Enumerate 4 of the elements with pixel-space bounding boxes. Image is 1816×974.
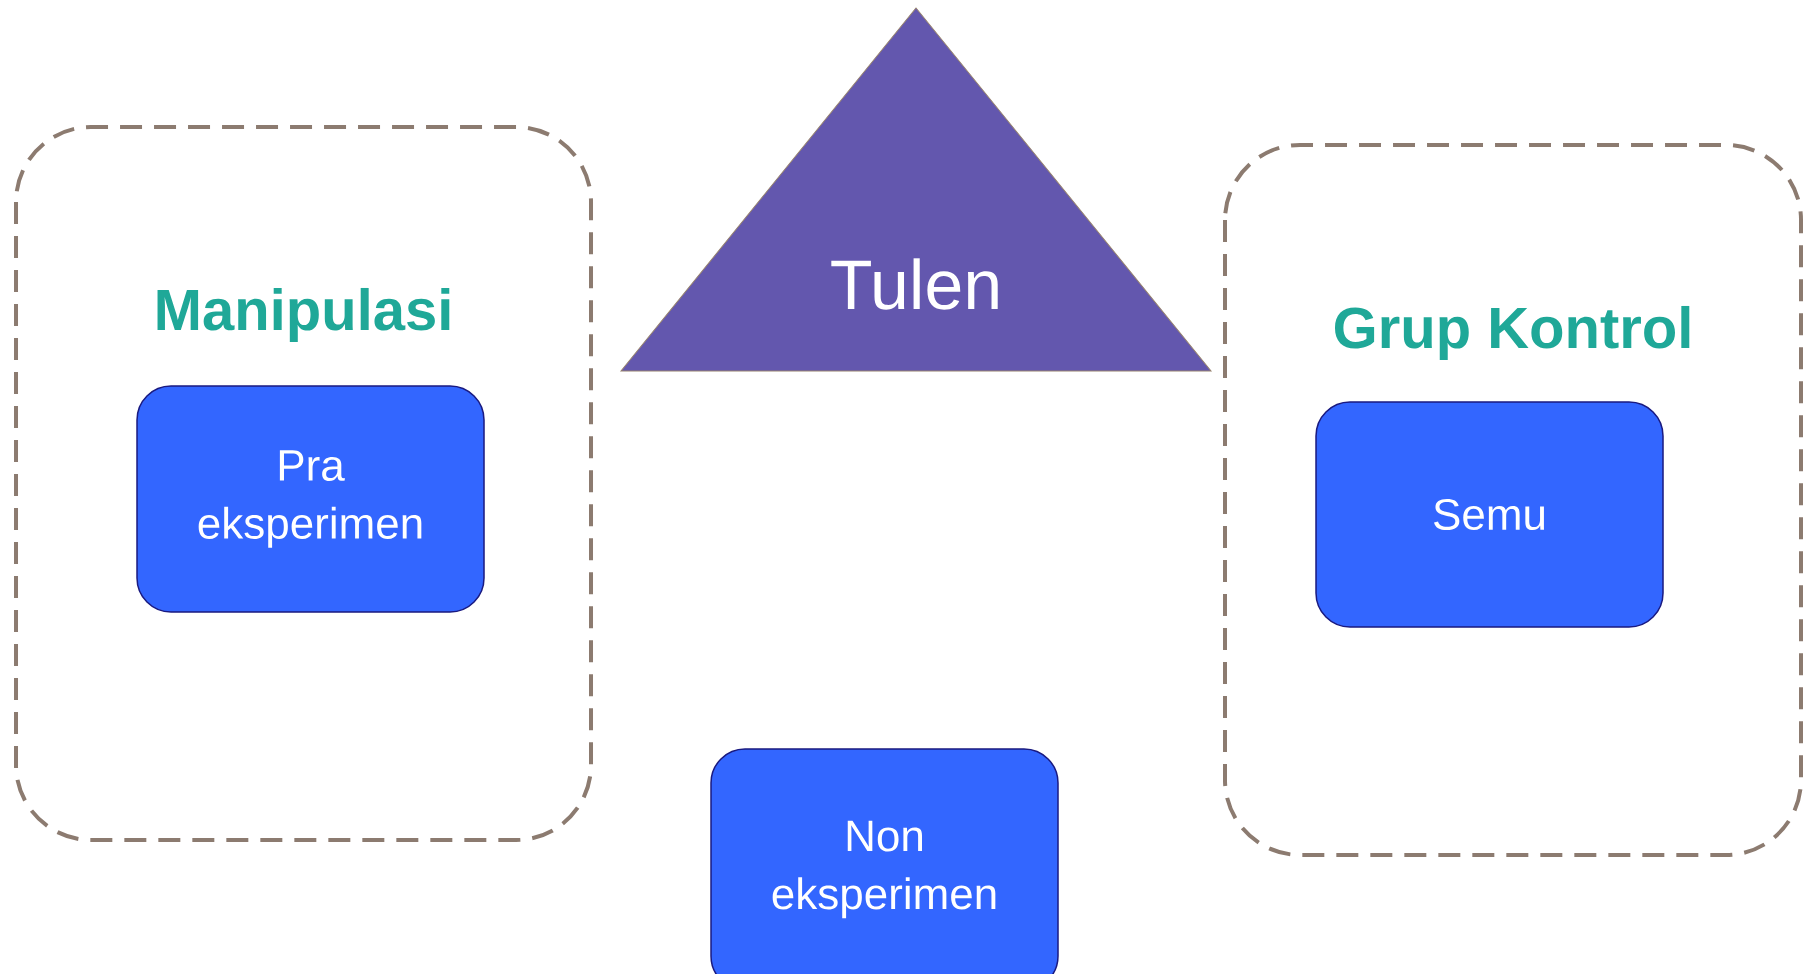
rounded-box: Pra eksperimen <box>136 385 485 613</box>
rounded-box: Semu <box>1315 401 1664 628</box>
triangle: Tulen <box>620 7 1212 372</box>
rounded-box: Non eksperimen <box>710 748 1059 974</box>
